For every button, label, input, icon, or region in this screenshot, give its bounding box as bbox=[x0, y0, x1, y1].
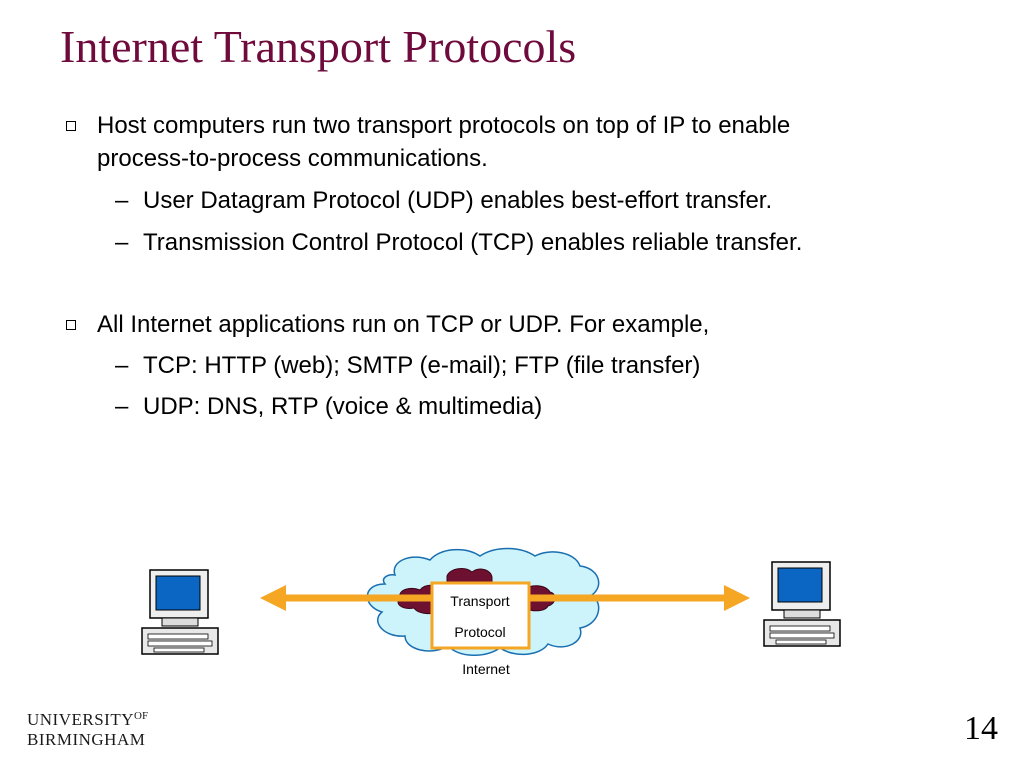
dash-bullet-icon: – bbox=[115, 352, 129, 379]
dash-bullet-icon: – bbox=[115, 393, 129, 420]
transport-protocol-box bbox=[430, 581, 531, 650]
sub-bullet-udp: User Datagram Protocol (UDP) enables bes… bbox=[143, 187, 773, 214]
right-computer-icon bbox=[763, 561, 841, 647]
left-computer-icon bbox=[141, 569, 219, 655]
bullet-2-line-1: All Internet applications run on TCP or … bbox=[97, 311, 710, 338]
square-bullet-icon bbox=[66, 320, 76, 330]
logo-line-1: UNIVERSITY bbox=[27, 710, 134, 729]
transport-label-line-1: Transport bbox=[450, 593, 510, 609]
logo-line-2: BIRMINGHAM bbox=[27, 730, 146, 749]
square-bullet-icon bbox=[66, 121, 76, 131]
page-number: 14 bbox=[964, 710, 998, 747]
slide-title: Internet Transport Protocols bbox=[60, 21, 577, 72]
university-logo: UNIVERSITYOF BIRMINGHAM bbox=[27, 706, 148, 750]
logo-of: OF bbox=[134, 710, 149, 722]
bullet-1-line-1: Host computers run two transport protoco… bbox=[97, 112, 791, 139]
sub-bullet-tcp-examples: TCP: HTTP (web); SMTP (e-mail); FTP (fil… bbox=[143, 352, 701, 379]
transport-label-line-2: Protocol bbox=[454, 624, 505, 640]
sub-bullet-tcp: Transmission Control Protocol (TCP) enab… bbox=[143, 229, 803, 256]
transport-diagram: Transport Protocol Internet bbox=[141, 547, 841, 677]
sub-bullet-udp-examples: UDP: DNS, RTP (voice & multimedia) bbox=[143, 393, 543, 420]
internet-label: Internet bbox=[462, 661, 510, 677]
dash-bullet-icon: – bbox=[115, 187, 129, 214]
bullet-1-line-2: process-to-process communications. bbox=[97, 145, 488, 172]
dash-bullet-icon: – bbox=[115, 229, 129, 256]
